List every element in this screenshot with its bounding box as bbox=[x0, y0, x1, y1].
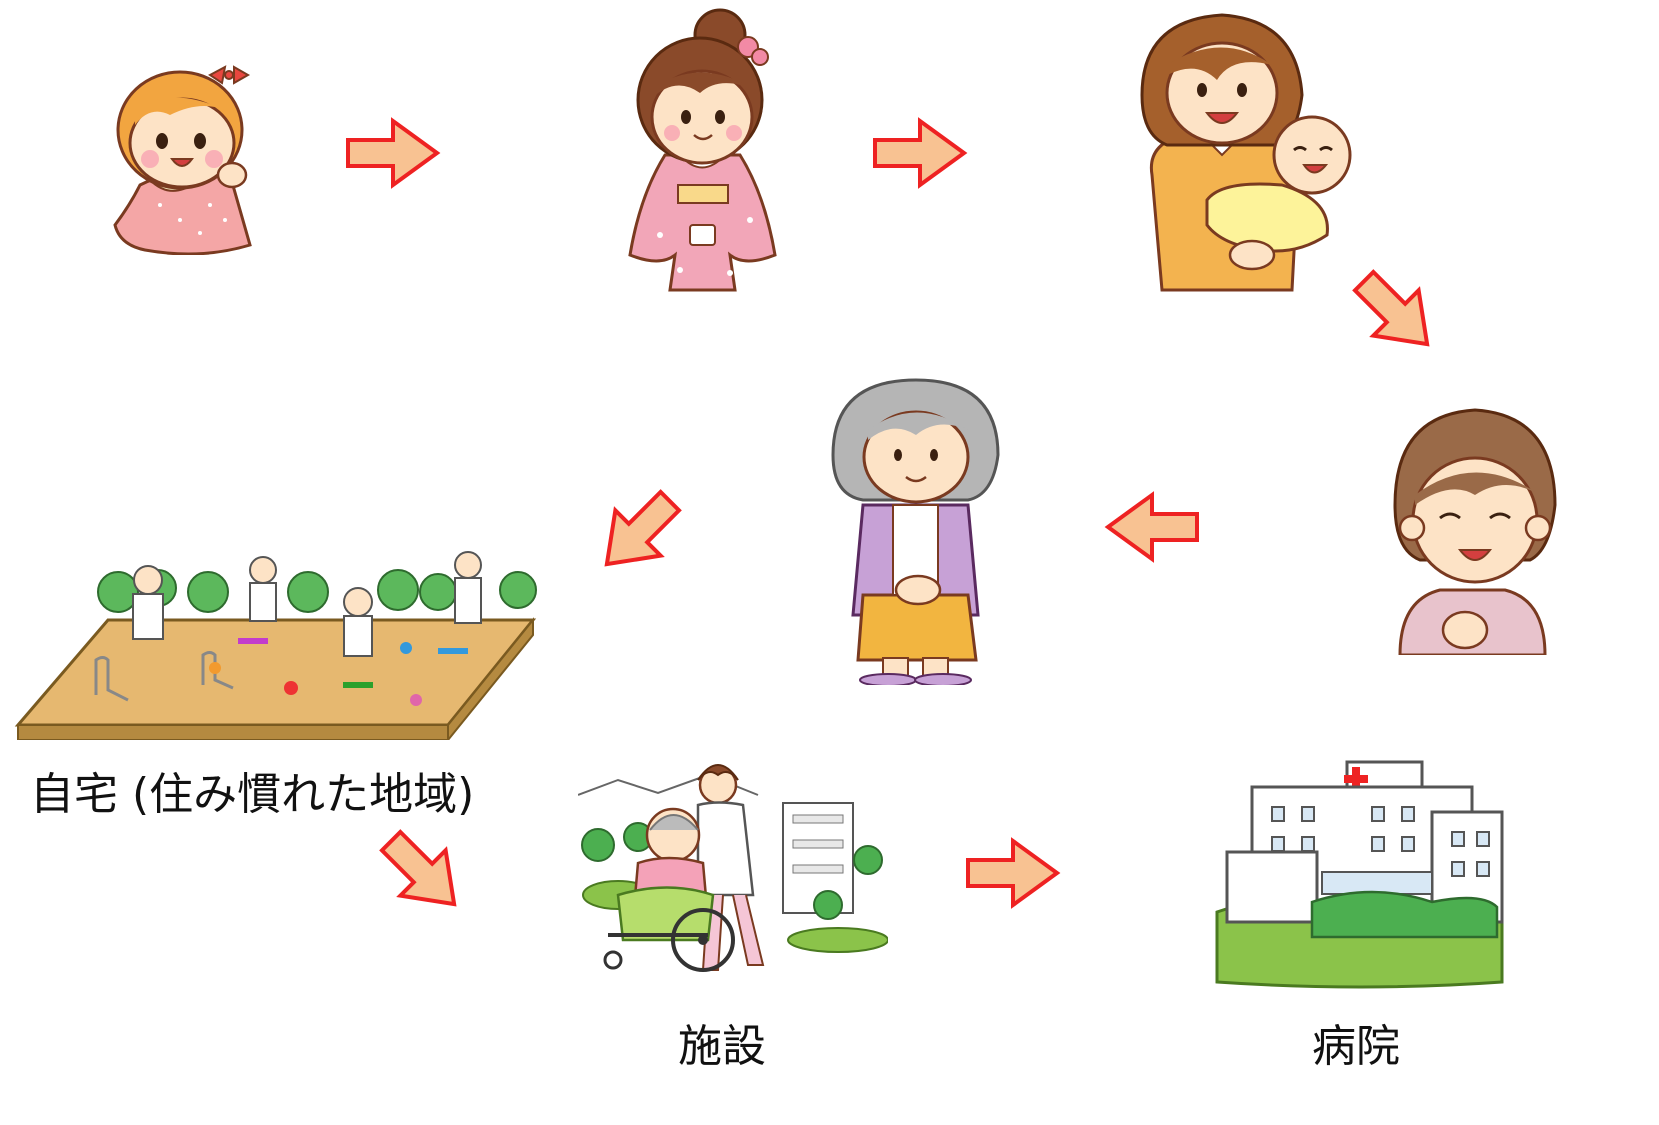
elderly-woman-icon bbox=[831, 378, 1000, 685]
hospital-building-icon bbox=[1215, 760, 1504, 989]
facility-label: 施設 bbox=[678, 1021, 766, 1072]
baby-illustration bbox=[100, 55, 260, 255]
hospital-illustration bbox=[1212, 752, 1507, 992]
elderly-woman-illustration bbox=[828, 375, 1003, 685]
caregiver-wheelchair-icon bbox=[578, 764, 888, 972]
facility-illustration bbox=[578, 745, 888, 985]
mother-illustration bbox=[1122, 5, 1352, 295]
flow-arrow bbox=[590, 485, 686, 581]
mother-holding-baby-icon bbox=[1140, 13, 1352, 292]
flow-arrow bbox=[375, 825, 471, 921]
flow-arrow bbox=[1104, 491, 1200, 563]
middle-aged-woman-illustration bbox=[1380, 400, 1560, 655]
hospital-label: 病院 bbox=[1312, 1021, 1400, 1072]
home-community-illustration bbox=[8, 530, 538, 740]
kimono-girl-illustration bbox=[620, 5, 785, 295]
flow-arrow bbox=[965, 837, 1061, 909]
home-label: 自宅 (住み慣れた地域) bbox=[30, 769, 475, 820]
flow-arrow bbox=[345, 117, 441, 189]
flow-arrow bbox=[1348, 265, 1444, 361]
gateball-community-icon bbox=[14, 551, 537, 740]
smiling-woman-icon bbox=[1393, 408, 1557, 655]
flow-arrow bbox=[872, 117, 968, 189]
kimono-girl-icon bbox=[628, 8, 777, 292]
baby-girl-icon bbox=[113, 65, 252, 255]
